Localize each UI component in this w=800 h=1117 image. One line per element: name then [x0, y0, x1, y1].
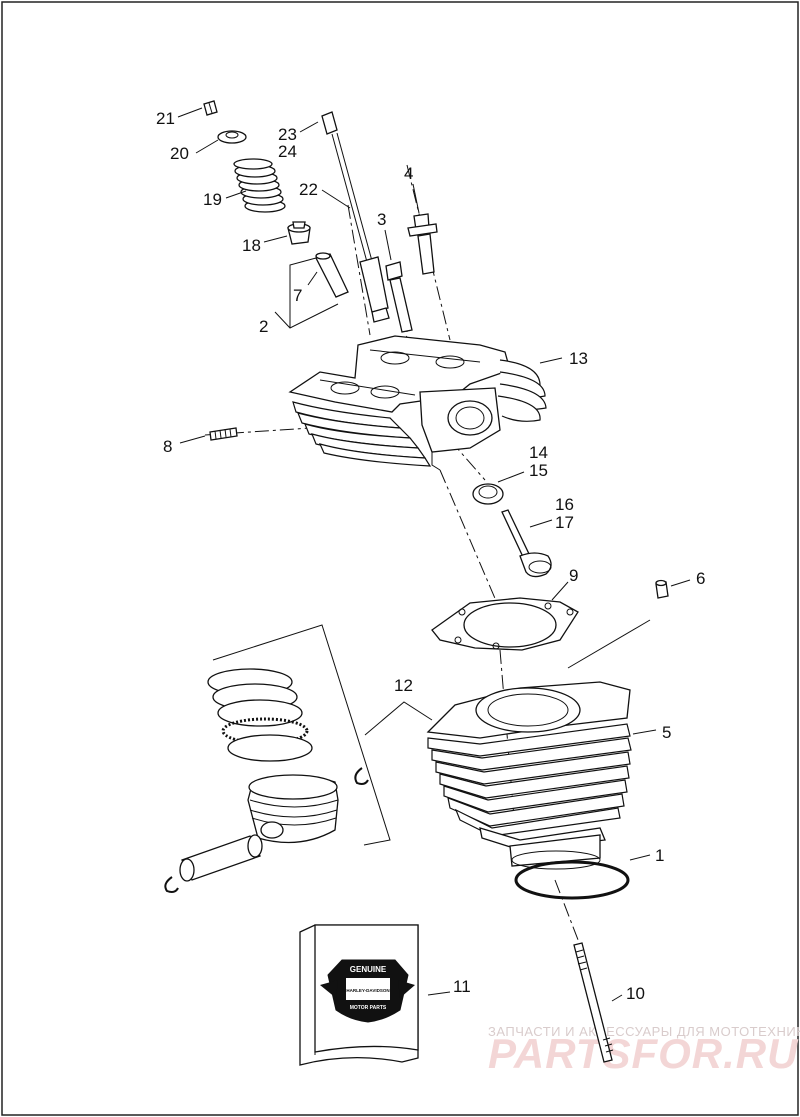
- callout-14: 14: [529, 443, 548, 462]
- valve-stem-seal: [287, 221, 311, 245]
- valve: [501, 509, 552, 578]
- piston-pin-clips: [164, 767, 369, 893]
- piston-rings: [207, 668, 313, 762]
- callout-3: 3: [377, 210, 386, 229]
- callout-6: 6: [696, 569, 705, 588]
- logo-text-top: GENUINE: [350, 965, 387, 974]
- valve-seat: [472, 483, 504, 505]
- callout-21: 21: [156, 109, 175, 128]
- head-bolt-long: [407, 213, 438, 275]
- callout-labels: 21 20 19 18 23 24 22 4 3 7 2 13 8 14 15 …: [156, 109, 705, 1003]
- spring-retainer: [217, 130, 247, 144]
- watermark: ЗАПЧАСТИ И АКСЕССУАРЫ ДЛЯ МОТОТЕХНИКИ PA…: [488, 1024, 800, 1077]
- oil-line-rod: [321, 111, 390, 323]
- head-bolt-short: [385, 261, 413, 333]
- callout-2: 2: [259, 317, 268, 336]
- callout-12: 12: [394, 676, 413, 695]
- o-ring: [514, 860, 630, 900]
- valve-guide: [315, 252, 349, 298]
- callout-8: 8: [163, 437, 172, 456]
- valve-keeper: [203, 100, 218, 116]
- callout-1: 1: [655, 846, 664, 865]
- callout-15: 15: [529, 461, 548, 480]
- callout-13: 13: [569, 349, 588, 368]
- callout-18: 18: [242, 236, 261, 255]
- dowel-pin: [655, 579, 669, 599]
- head-stud: [209, 427, 238, 441]
- piston: [247, 774, 339, 844]
- piston-kit-bracket: [212, 624, 391, 846]
- cylinder-head: [288, 335, 547, 471]
- assembly-axis-lines: [204, 164, 581, 946]
- watermark-brand: PARTSFOR.RU: [488, 1030, 799, 1077]
- logo-text-mid: HARLEY-DAVIDSON: [346, 988, 389, 993]
- callout-17: 17: [555, 513, 574, 532]
- callout-11: 11: [453, 977, 471, 996]
- callout-19: 19: [203, 190, 222, 209]
- callout-16: 16: [555, 495, 574, 514]
- callout-22: 22: [299, 180, 318, 199]
- watermark-tagline: ЗАПЧАСТИ И АКСЕССУАРЫ ДЛЯ МОТОТЕХНИКИ: [488, 1024, 800, 1039]
- leader-lines: [177, 107, 691, 1002]
- callout-20: 20: [170, 144, 189, 163]
- callout-4: 4: [404, 164, 413, 183]
- logo-text-bottom: MOTOR PARTS: [350, 1005, 387, 1011]
- head-gasket: [431, 597, 579, 651]
- callout-24: 24: [278, 142, 297, 161]
- cylinder-stud: [573, 942, 614, 1063]
- piston-pin: [179, 834, 263, 882]
- callout-7: 7: [293, 286, 302, 305]
- callout-10: 10: [626, 984, 645, 1003]
- callout-5: 5: [662, 723, 671, 742]
- cylinder: [426, 681, 632, 870]
- gasket-kit-box: GENUINE HARLEY-DAVIDSON MOTOR PARTS: [299, 924, 419, 1066]
- callout-9: 9: [569, 566, 578, 585]
- valve-spring: [233, 158, 286, 213]
- callout-23: 23: [278, 125, 297, 144]
